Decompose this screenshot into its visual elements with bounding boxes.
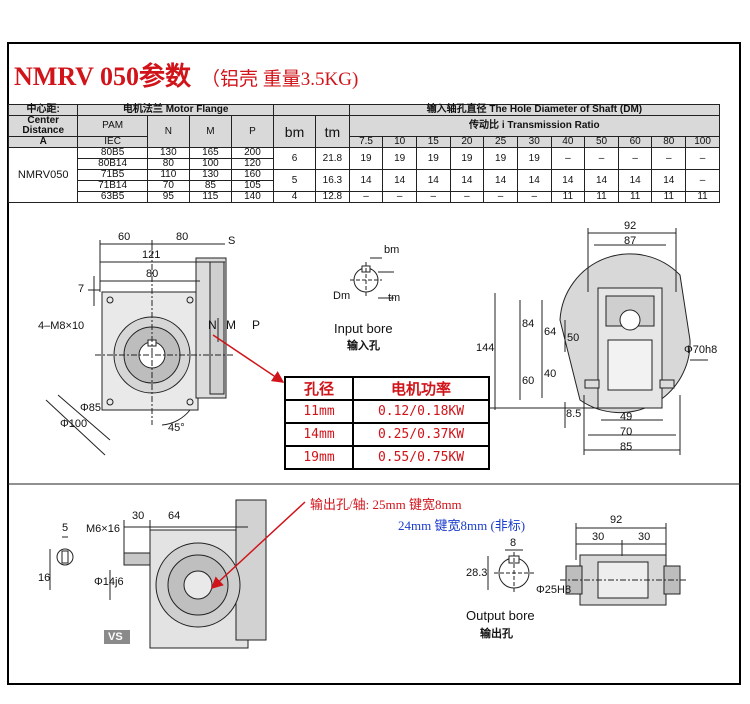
label-m: M [226, 318, 236, 332]
hollow-dim-30b: 30 [638, 531, 651, 543]
dim-121: 121 [142, 249, 161, 261]
shaft-dim-5: 5 [62, 522, 69, 534]
spec-sheet-frame [7, 42, 741, 685]
dim-7: 7 [78, 283, 85, 295]
obore-dim-phi25h8: Φ25H8 [536, 584, 572, 596]
dim-phi100: Φ100 [60, 418, 88, 430]
hollow-dim-30a: 30 [592, 531, 605, 543]
col-p-header: P [230, 115, 275, 148]
dim-80: 80 [146, 268, 159, 280]
output-bore-detail [487, 549, 534, 594]
power-row-power: 0.55/0.75KW [352, 445, 490, 470]
dim-phi85: Φ85 [80, 402, 102, 414]
bolt-spec: 4–M8×10 [38, 320, 85, 332]
shaft-dim-phi14j6: Φ14j6 [94, 576, 124, 588]
output-bore-cn: 输出孔 [480, 628, 513, 640]
side-dim-40: 40 [544, 368, 557, 380]
shaft-thread: M6×16 [86, 523, 120, 535]
ratio-cell: 25 [483, 136, 518, 148]
ratio-cell: 80 [651, 136, 687, 148]
power-row-bore: 11mm [284, 399, 354, 424]
gearbox-side-view [490, 228, 708, 455]
table-cell: 11 [685, 191, 720, 203]
dim-60: 60 [118, 231, 131, 243]
output-bore-en: Output bore [466, 608, 535, 623]
input-dm: Dm [333, 290, 351, 302]
output-note-blue: 24mm 键宽8mm (非标) [398, 518, 526, 533]
side-dim-84: 84 [522, 318, 535, 330]
label-s: S [228, 235, 236, 247]
page-title: NMRV 050参数 （铝壳 重量3.5KG) [14, 56, 358, 93]
side-dim-8-5: 8.5 [566, 408, 582, 420]
side-dim-85: 85 [620, 441, 633, 453]
side-dim-49: 49 [620, 411, 633, 423]
table-cell: – [348, 191, 384, 203]
motor-power-table: 孔径 电机功率 11mm 0.12/0.18KW 14mm 0.25/0.37K… [284, 376, 490, 470]
power-header-power: 电机功率 [352, 376, 490, 401]
output-note-red: 输出孔/轴: 25mm 键宽8mm [310, 497, 462, 512]
red-pointer-arrow [212, 334, 285, 383]
power-row-power: 0.25/0.37KW [352, 422, 490, 447]
vs-badge [104, 630, 130, 644]
power-header-bore: 孔径 [284, 376, 354, 401]
obore-dim-28-3: 28.3 [466, 567, 488, 579]
spec-table: 中心距: 电机法兰 Motor Flange 输入轴孔直径 The Hole D… [7, 104, 721, 203]
vs-badge-label: VS [108, 631, 123, 643]
power-row-power: 0.12/0.18KW [352, 399, 490, 424]
col-tm-header: tm [315, 115, 350, 148]
pam-header: PAM [77, 115, 148, 137]
power-row-bore: 19mm [284, 445, 354, 470]
input-bore-cn: 输入孔 [347, 340, 380, 352]
label-n: N [208, 318, 217, 332]
motor-flange-header: 电机法兰 Motor Flange [77, 104, 274, 116]
side-dim-64: 64 [544, 326, 557, 338]
col-m-header: M [188, 115, 232, 148]
table-cell: 63B5 [77, 191, 148, 203]
hollow-dim-92: 92 [610, 514, 623, 526]
col-bm-header: bm [272, 115, 317, 148]
gearbox-front-view [45, 240, 235, 456]
col-n-header: N [146, 115, 190, 148]
angle-45: 45° [168, 422, 185, 434]
power-row-bore: 14mm [284, 422, 354, 447]
shaft-dim-16: 16 [38, 572, 51, 584]
input-tm: tm [388, 292, 401, 304]
side-dim-phi70h8: Φ70h8 [684, 344, 718, 356]
title-main: NMRV 050参数 [14, 62, 191, 91]
shaft-dim-30: 30 [132, 510, 145, 522]
ratio-header: 传动比 i Transmission Ratio [348, 115, 721, 137]
red-output-arrow [210, 501, 306, 590]
shaft-dim-64: 64 [168, 510, 181, 522]
side-dim-92: 92 [624, 220, 637, 232]
input-bore-detail [350, 257, 394, 299]
table-cell: 115 [188, 191, 232, 203]
side-dim-50: 50 [567, 332, 580, 344]
table-cell: 4 [272, 191, 317, 203]
side-dim-60: 60 [522, 375, 535, 387]
label-p: P [252, 318, 261, 332]
side-dim-144: 144 [476, 342, 495, 354]
input-bore-en: Input bore [334, 321, 393, 336]
model-cell: NMRV050 [7, 147, 79, 203]
title-sub: （铝壳 重量3.5KG) [201, 69, 359, 90]
table-cell: 140 [230, 191, 275, 203]
side-dim-87: 87 [624, 235, 637, 247]
obore-dim-8: 8 [510, 537, 517, 549]
output-hollow-shaft [560, 523, 688, 606]
output-shaft-view [49, 499, 267, 649]
dim-80-top: 80 [176, 231, 189, 243]
table-cell: – [483, 191, 518, 203]
side-dim-70: 70 [620, 426, 633, 438]
input-bm: bm [384, 244, 400, 256]
